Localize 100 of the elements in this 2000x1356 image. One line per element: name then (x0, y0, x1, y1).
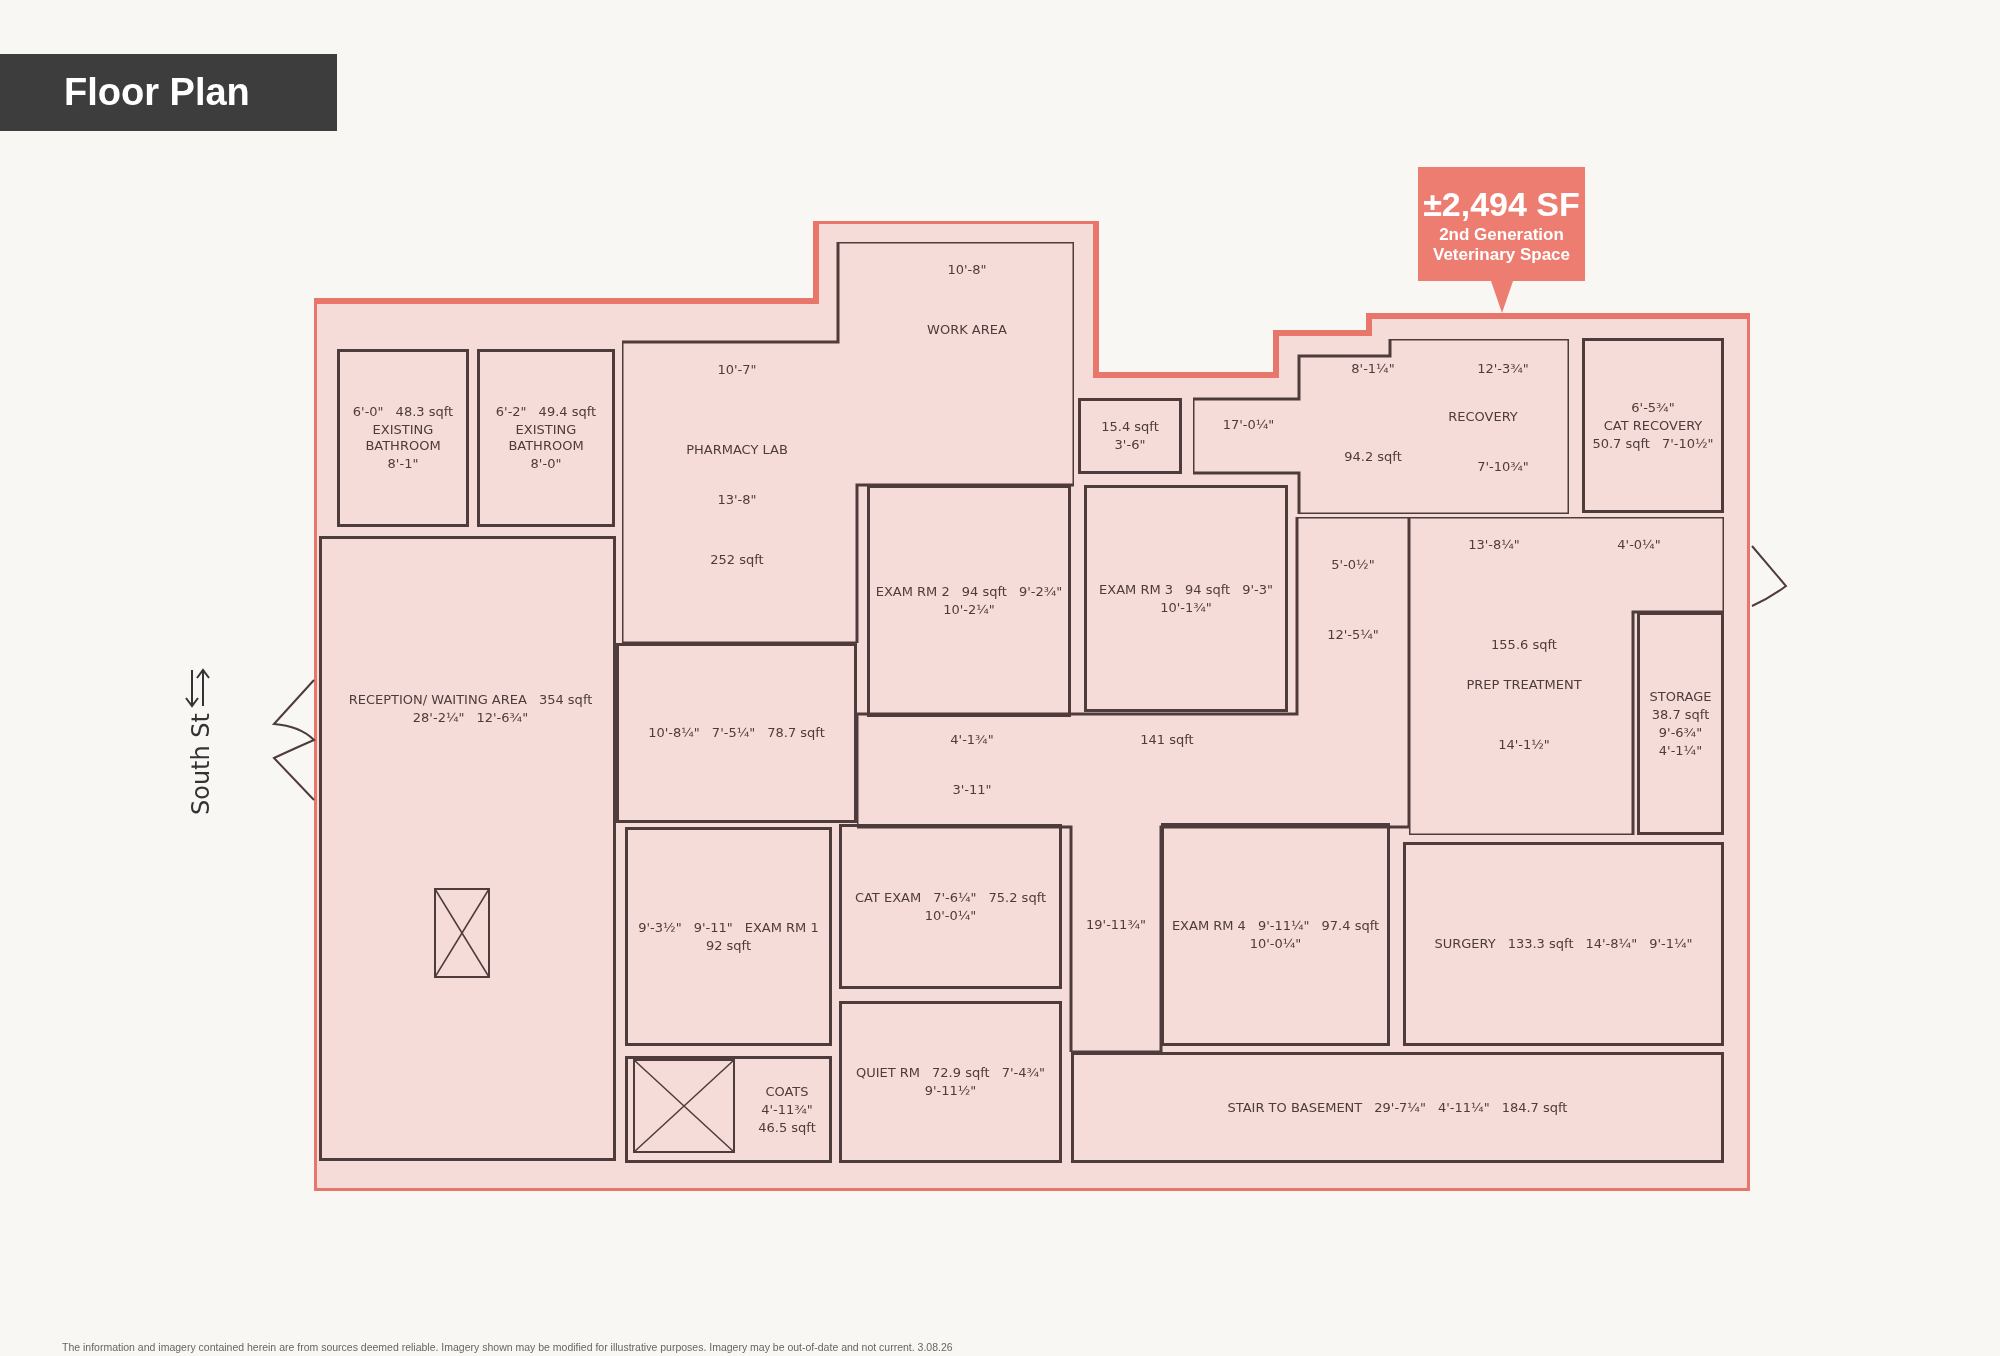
room-label: 155.6 sqft (1490, 637, 1558, 653)
room-outline (1403, 842, 1724, 1046)
room-label: 252 sqft (709, 552, 765, 568)
room-label: 8'-1¼" (1350, 361, 1396, 377)
room-label: 3'-6" (1114, 437, 1146, 453)
room-label: CAT EXAM (854, 889, 922, 906)
room-label: CAT RECOVERY (1603, 417, 1703, 434)
room-outline (1409, 517, 1724, 835)
room-label: 6'-2" (495, 404, 527, 420)
room-outline (857, 517, 1409, 1052)
room-outline (616, 643, 857, 823)
room-label: 19'-11¾" (1085, 917, 1147, 933)
room-outline (1637, 612, 1724, 835)
room-label: 38.7 sqft (1651, 706, 1710, 723)
room-label: 48.3 sqft (395, 404, 454, 420)
room-label: 97.4 sqft (1321, 917, 1380, 934)
room-outline (477, 349, 615, 527)
room-label: 7'-10½" (1661, 435, 1714, 452)
room-label: 10'-8¼" (648, 725, 700, 741)
room-label: EXISTING BATHROOM (507, 422, 585, 454)
room-label: 9'-6¾" (1658, 724, 1703, 741)
room-label: 354 sqft (538, 692, 593, 708)
room-outline (1078, 398, 1182, 474)
room-label: 7'-5¼" (711, 725, 756, 741)
room-label: 5'-0½" (1330, 557, 1376, 573)
room-label: 9'-1¼" (1649, 936, 1693, 952)
callout-box (1418, 167, 1585, 281)
room-label: 50.7 sqft (1592, 435, 1650, 452)
room-label: 6'-5¾" (1631, 399, 1675, 416)
space-description: 2nd Generation Veterinary Space (1432, 225, 1571, 265)
floor-plan-outline (314, 221, 1750, 1191)
room-outline (1161, 823, 1390, 1046)
room-label: 9'-3½" (638, 919, 682, 936)
room-label: 8'-0" (530, 456, 562, 472)
room-label: 10'-8" (946, 262, 988, 278)
room-outline (839, 1001, 1062, 1163)
room-label: 10'-7" (716, 362, 758, 378)
room-label: 17'-0¼" (1221, 417, 1276, 433)
room-label: 49.4 sqft (538, 404, 597, 420)
room-label: QUIET RM (855, 1065, 921, 1081)
room-label: 4'-11¾" (761, 1101, 813, 1118)
street-label: South St (187, 713, 215, 815)
room-label: 78.7 sqft (767, 725, 825, 741)
room-label: 72.9 sqft (932, 1065, 990, 1081)
room-label: 4'-1¾" (949, 732, 995, 748)
room-label: 141 sqft (1139, 732, 1195, 748)
room-label: 12'-6¾" (476, 710, 529, 726)
room-label: WORK AREA (926, 322, 1008, 338)
room-outline (867, 485, 1071, 717)
room-outline (319, 536, 616, 1161)
room-outline (1582, 338, 1724, 513)
room-label: RECOVERY (1447, 409, 1519, 425)
room-label: 10'-1¾" (1160, 599, 1212, 616)
room-label: 46.5 sqft (758, 1119, 816, 1136)
room-label: 4'-0¼" (1616, 537, 1662, 553)
room-label: 94.2 sqft (1343, 449, 1403, 465)
area-figure: ±2,494 SF (1423, 184, 1580, 225)
room-label: EXAM RM 1 (744, 919, 819, 936)
room-label: 14'-8¼" (1585, 936, 1638, 952)
room-label: 14'-1½" (1497, 737, 1551, 753)
room-label: 15.4 sqft (1101, 419, 1159, 435)
room-outline (622, 242, 1074, 643)
room-label: 3'-11" (951, 782, 993, 798)
room-outline (1084, 485, 1288, 712)
room-label: 10'-0¼" (924, 907, 977, 924)
room-label: SURGERY (1434, 936, 1496, 952)
room-label: COATS (765, 1083, 809, 1100)
callout-pointer (1490, 281, 1513, 313)
disclaimer-text: The information and imagery contained herein are from sources deemed reliable. Imagery shown may be modified for illustrative purposes. Imagery may be out-of-date and not current. 3.08.26 (62, 1341, 953, 1353)
room-label: 94 sqft (961, 584, 1007, 600)
room-label: 13'-8" (716, 492, 758, 508)
room-outline (1193, 339, 1569, 514)
room-label: 13'-8¼" (1467, 537, 1521, 553)
room-label: 9'-11½" (924, 1083, 977, 1099)
room-label: 9'-11¼" (1257, 917, 1310, 934)
room-label: EXISTING BATHROOM (364, 422, 442, 454)
room-label: 9'-11" (693, 919, 733, 936)
room-label: RECEPTION/ WAITING AREA (348, 692, 527, 708)
room-outline (337, 349, 469, 527)
room-label: 7'-10¾" (1476, 459, 1530, 475)
room-label: 7'-6¼" (933, 889, 977, 906)
page-title: Floor Plan (0, 54, 337, 131)
room-label: 9'-2¾" (1018, 584, 1063, 600)
room-label: 29'-7¼" (1374, 1099, 1426, 1116)
room-label: 92 sqft (705, 937, 752, 954)
room-label: 10'-2¼" (943, 602, 995, 618)
room-label: 75.2 sqft (988, 889, 1047, 906)
room-label: EXAM RM 3 (1099, 581, 1174, 598)
room-label: 7'-4¾" (1001, 1065, 1046, 1081)
room-label: 12'-5¼" (1326, 627, 1380, 643)
room-label: 9'-3" (1242, 581, 1273, 598)
room-label: PREP TREATMENT (1465, 677, 1583, 693)
room-label: 12'-3¾" (1476, 361, 1530, 377)
room-label: 4'-11¼" (1437, 1099, 1490, 1116)
room-outline (1071, 1052, 1724, 1163)
room-label: 4'-1¼" (1658, 742, 1703, 759)
room-label: PHARMACY LAB (685, 442, 789, 458)
room-label: 10'-0¼" (1249, 935, 1302, 952)
room-label: 133.3 sqft (1507, 936, 1574, 952)
room-label: 94 sqft (1185, 581, 1231, 598)
